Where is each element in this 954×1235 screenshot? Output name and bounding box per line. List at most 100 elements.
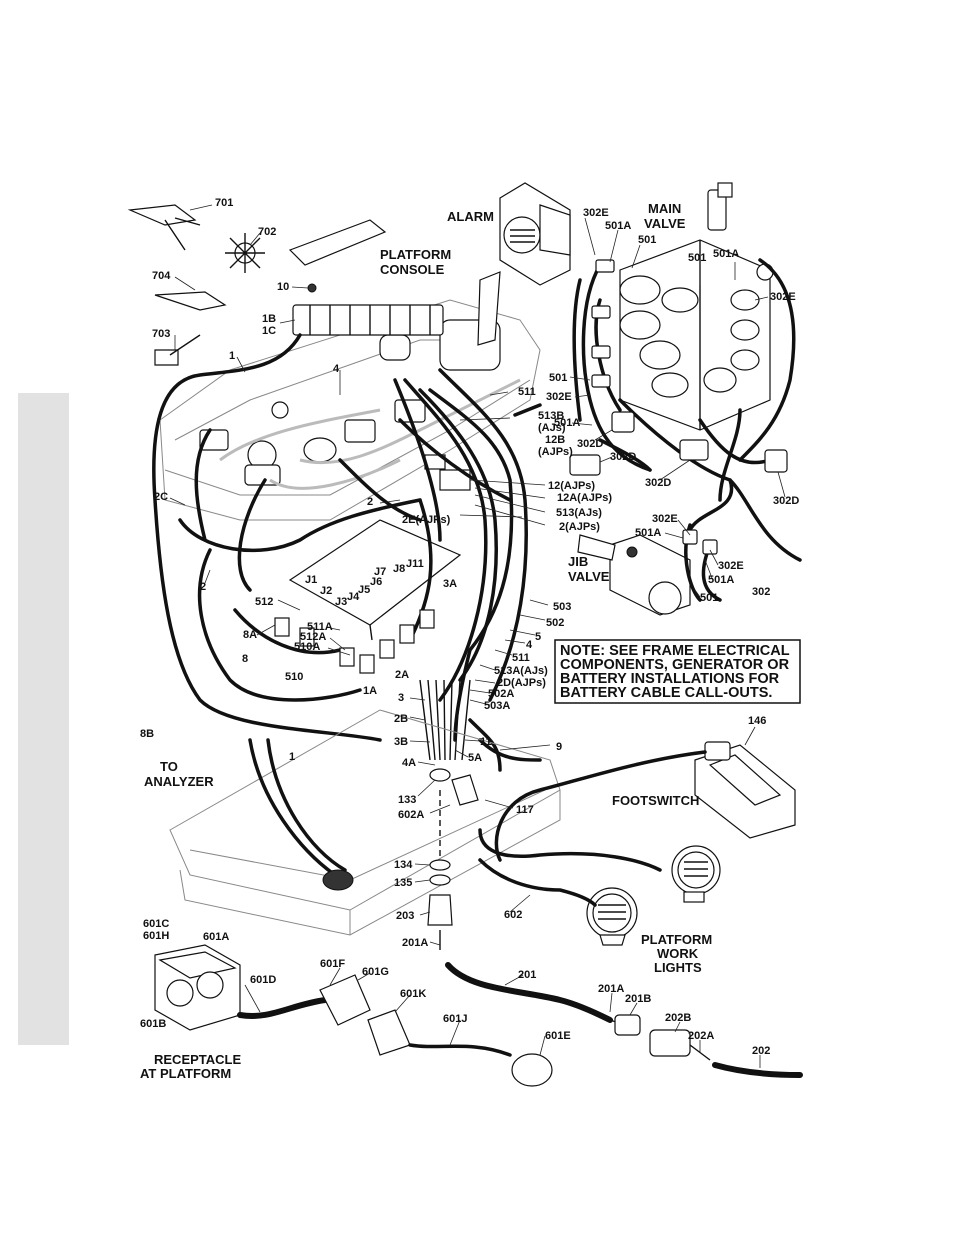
callout-J1: J1 — [305, 574, 317, 586]
callout-4-right: 4 — [526, 639, 533, 651]
callout-601C: 601C — [143, 918, 169, 930]
callout-12B-AJPs: (AJPs) — [538, 446, 573, 458]
callout-513A-AJs: 513A(AJs) — [494, 665, 548, 677]
callout-2-lower: 2 — [200, 581, 206, 593]
callout-601K: 601K — [400, 988, 426, 1000]
side-tab-gray-bar — [18, 393, 69, 1045]
note-line-1: NOTE: SEE FRAME ELECTRICAL — [560, 643, 790, 659]
callout-601G: 601G — [362, 966, 389, 978]
callout-510: 510 — [285, 671, 303, 683]
callout-601F: 601F — [320, 958, 345, 970]
jib-valve — [577, 478, 734, 616]
title-main-valve-2: VALVE — [644, 216, 686, 231]
callout-510A: 510A — [294, 641, 320, 653]
callout-601E: 601E — [545, 1030, 571, 1042]
junction-board — [288, 519, 462, 641]
callout-J2: J2 — [320, 585, 332, 597]
callout-302: 302 — [752, 586, 770, 598]
callout-12A-AJPs: 12A(AJPs) — [557, 492, 612, 504]
callout-2: 2 — [367, 496, 373, 508]
callout-4A: 4A — [402, 757, 416, 769]
callout-2C: 2C — [154, 491, 168, 503]
callout-202B: 202B — [665, 1012, 691, 1024]
callout-2-AJPs: 2(AJPs) — [559, 521, 600, 533]
callout-501-d: 501 — [700, 592, 718, 604]
callout-502A: 502A — [488, 688, 514, 700]
callout-3: 3 — [398, 692, 404, 704]
callout-J8: J8 — [393, 563, 405, 575]
callout-9: 9 — [556, 741, 562, 753]
callout-302E-b: 302E — [770, 291, 796, 303]
callout-10: 10 — [277, 281, 289, 293]
callout-J7: J7 — [374, 566, 386, 578]
tools — [127, 204, 444, 366]
title-jib-valve-1: JIB — [568, 554, 588, 569]
callout-703: 703 — [152, 328, 170, 340]
callout-1: 1 — [229, 350, 235, 362]
callout-302D-c: 302D — [645, 477, 671, 489]
title-jib-valve-2: VALVE — [568, 569, 610, 584]
callout-302E-e: 302E — [718, 560, 744, 572]
title-to-analyzer-2: ANALYZER — [144, 774, 214, 789]
note-line-4: BATTERY CABLE CALL-OUTS. — [560, 685, 772, 701]
callout-1B: 1B — [262, 313, 276, 325]
callout-501A-c: 501A — [554, 417, 580, 429]
board-connectors — [274, 609, 435, 674]
callout-201A: 201A — [402, 937, 428, 949]
callout-513-AJs: 513(AJs) — [556, 507, 602, 519]
title-receptacle-1: RECEPTACLE — [154, 1052, 241, 1067]
callout-201: 201 — [518, 969, 536, 981]
main-valve — [569, 182, 802, 562]
callout-3A: 3A — [443, 578, 457, 590]
callout-202A: 202A — [688, 1030, 714, 1042]
callout-201B: 201B — [625, 993, 651, 1005]
callout-J5: J5 — [358, 584, 370, 596]
callout-J3: J3 — [335, 596, 347, 608]
callout-12B: 12B — [545, 434, 565, 446]
cable-201-202 — [609, 1014, 803, 1078]
callout-1A: 1A — [363, 685, 377, 697]
callout-labels: 701 702 704 703 10 1B 1C 1 4 2C 2 2E(AJP… — [140, 197, 799, 1057]
callout-501A-e: 501A — [708, 574, 734, 586]
callout-601A: 601A — [203, 931, 229, 943]
callout-302E-d: 302E — [652, 513, 678, 525]
title-alarm: ALARM — [447, 209, 494, 224]
leader-lines — [169, 204, 786, 1068]
title-platform-console-2: CONSOLE — [380, 262, 445, 277]
callout-503: 503 — [553, 601, 571, 613]
callout-511A: 511A — [307, 621, 333, 633]
callout-503A: 503A — [484, 700, 510, 712]
callout-1-lower: 1 — [289, 751, 295, 763]
title-work-lights-1: PLATFORM — [641, 932, 712, 947]
callout-501-c: 501 — [549, 372, 567, 384]
callout-203: 203 — [396, 910, 414, 922]
callout-J6: J6 — [370, 576, 382, 588]
platform-console — [159, 271, 541, 521]
callout-11: 11 — [480, 736, 492, 748]
callout-501-b: 501 — [688, 252, 706, 264]
callout-302E-a: 302E — [583, 207, 609, 219]
callout-117: 117 — [516, 804, 534, 816]
callout-601B: 601B — [140, 1018, 166, 1030]
alarm — [499, 182, 571, 286]
title-to-analyzer-1: TO — [160, 759, 178, 774]
callout-501A-a: 501A — [605, 220, 631, 232]
callout-302D-a: 302D — [577, 438, 603, 450]
title-platform-console-1: PLATFORM — [380, 247, 451, 262]
callout-513B-AJs: (AJs) — [538, 422, 566, 434]
callout-12-AJPs: 12(AJPs) — [548, 480, 595, 492]
callout-701: 701 — [215, 197, 233, 209]
callout-133: 133 — [398, 794, 416, 806]
callout-146: 146 — [748, 715, 766, 727]
callout-512: 512 — [255, 596, 273, 608]
callout-8B: 8B — [140, 728, 154, 740]
callout-502: 502 — [546, 617, 564, 629]
section-titles: ALARM MAIN VALVE PLATFORM CONSOLE JIB VA… — [140, 201, 712, 1081]
title-receptacle-2: AT PLATFORM — [140, 1066, 231, 1081]
title-main-valve-1: MAIN — [648, 201, 681, 216]
platform-fittings — [427, 768, 613, 1023]
callout-2E-AJPs: 2E(AJPs) — [402, 514, 451, 526]
harnesses — [152, 333, 542, 742]
callout-601H: 601H — [143, 930, 169, 942]
platform-tray — [169, 709, 561, 936]
